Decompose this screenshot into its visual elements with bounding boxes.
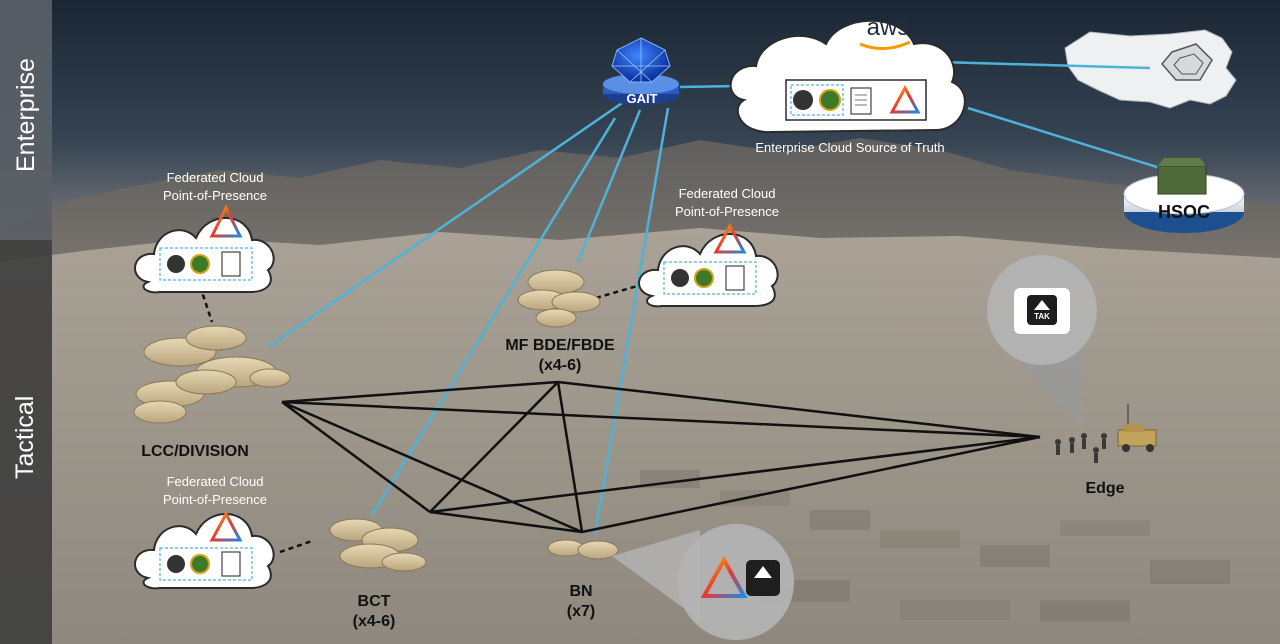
army-seal-icon bbox=[190, 554, 210, 574]
federated-cloud-bct bbox=[134, 510, 275, 590]
fed-cloud-caption-bottom-l1: Federated Cloud bbox=[166, 474, 264, 489]
enterprise-band bbox=[0, 0, 52, 240]
hsoc-label: HSOC bbox=[1157, 202, 1210, 222]
document-icon bbox=[221, 251, 241, 277]
edge-pin bbox=[987, 255, 1097, 428]
delta-logo-icon bbox=[889, 84, 921, 114]
delta-logo-icon bbox=[700, 555, 748, 598]
mf-bde-count: (x4-6) bbox=[538, 357, 582, 374]
delta-logo-icon bbox=[209, 510, 243, 542]
tak-badge-text: TAK bbox=[1034, 312, 1050, 321]
hsoc-node bbox=[1123, 158, 1245, 233]
gait-label: GAIT bbox=[626, 91, 658, 106]
tactical-mesh bbox=[281, 380, 1041, 534]
aws-logo-text: aws bbox=[866, 14, 910, 41]
federated-cloud-mfbde bbox=[638, 222, 779, 308]
mf-bde-label: MF BDE/FBDE bbox=[505, 337, 615, 354]
fed-cloud-caption-top-l2: Point-of-Presence bbox=[162, 188, 268, 203]
fed-cloud-caption-mid-l1: Federated Cloud bbox=[678, 186, 776, 201]
aws-smile-icon bbox=[859, 40, 911, 50]
bct-count: (x4-6) bbox=[352, 613, 396, 630]
edge-label: Edge bbox=[1085, 480, 1125, 497]
army-seal-icon bbox=[694, 268, 714, 288]
enterprise-label: Enterprise bbox=[12, 58, 40, 172]
tactical-band bbox=[0, 240, 52, 644]
network-links bbox=[267, 60, 1161, 535]
document-icon bbox=[221, 551, 241, 577]
document-icon bbox=[850, 87, 872, 115]
bct-tents-icon bbox=[329, 518, 427, 572]
shelter-icon bbox=[1157, 165, 1207, 195]
edge-unit-icon bbox=[1055, 404, 1157, 463]
delta-logo-icon bbox=[209, 204, 243, 238]
mf-bde-tents-icon bbox=[517, 269, 601, 328]
tak-badge-icon bbox=[167, 255, 185, 273]
pentagon-icon bbox=[1161, 43, 1213, 81]
lcc-division-label: LCC/DIVISION bbox=[141, 443, 249, 460]
document-icon bbox=[725, 265, 745, 291]
tactical-label: Tactical bbox=[11, 395, 39, 479]
federated-cloud-lcc bbox=[134, 204, 275, 294]
lcc-division-tents-icon bbox=[133, 325, 291, 424]
tak-badge-icon bbox=[671, 269, 689, 287]
bct-label: BCT bbox=[357, 593, 391, 610]
delta-logo-icon bbox=[713, 222, 747, 254]
fed-cloud-caption-bottom-l2: Point-of-Presence bbox=[162, 492, 268, 507]
tak-badge-icon bbox=[167, 555, 185, 573]
fed-cloud-caption-mid-l2: Point-of-Presence bbox=[674, 204, 780, 219]
desert-ground bbox=[0, 228, 1280, 644]
bn-pin bbox=[612, 524, 794, 640]
farm-fields bbox=[640, 470, 1230, 622]
gait-node bbox=[603, 37, 679, 105]
bn-tents-icon bbox=[547, 539, 619, 560]
tak-badge-icon bbox=[793, 90, 813, 110]
enterprise-cloud-caption: Enterprise Cloud Source of Truth bbox=[755, 140, 945, 155]
army-seal-icon bbox=[819, 89, 841, 111]
aws-cloud bbox=[729, 19, 966, 134]
bn-label: BN bbox=[569, 583, 593, 600]
fed-cloud-caption-top-l1: Federated Cloud bbox=[166, 170, 264, 185]
cloud-connectors bbox=[198, 282, 645, 554]
army-seal-icon bbox=[190, 254, 210, 274]
bn-count: (x7) bbox=[566, 603, 596, 620]
